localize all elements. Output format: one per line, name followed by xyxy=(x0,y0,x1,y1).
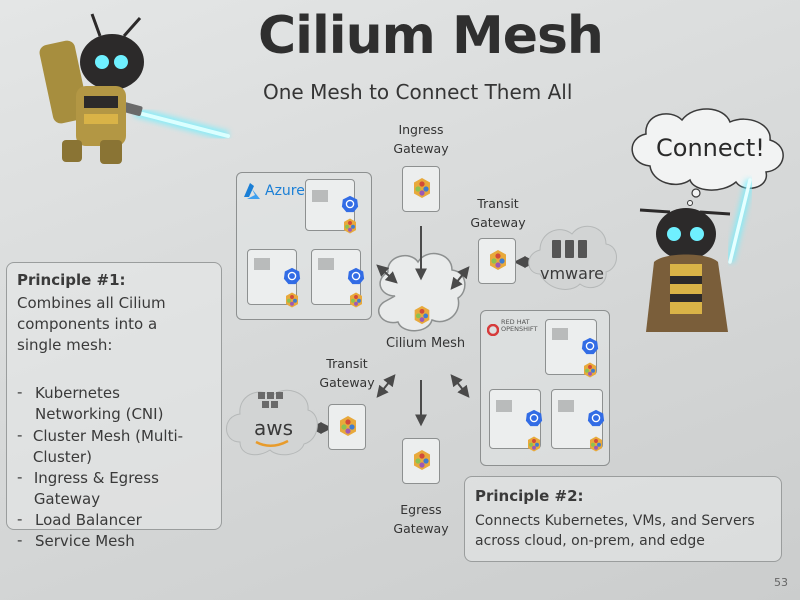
openshift-label: RED HAT OPENSHIFT xyxy=(501,318,538,333)
transit-gateway-left-node[interactable] xyxy=(328,404,366,450)
k8s-node xyxy=(247,249,301,308)
k8s-node xyxy=(305,179,359,234)
principle-2-title: Principle #2: xyxy=(475,487,584,505)
server-rack-icon xyxy=(552,240,587,258)
principle-2-text: Connects Kubernetes, VMs, and Servers ac… xyxy=(475,513,755,549)
transit-gateway-right-node[interactable] xyxy=(478,238,516,284)
k8s-node xyxy=(545,319,599,378)
ingress-gateway-node[interactable] xyxy=(402,166,440,212)
aws-smile xyxy=(255,439,289,447)
azure-logo-icon xyxy=(243,183,261,203)
k8s-node xyxy=(311,249,365,308)
arrow-azure xyxy=(376,264,398,284)
principle-1-panel: Principle #1: Combines all Cilium compon… xyxy=(6,262,222,550)
transit-gateway-left-label: Transit Gateway xyxy=(319,356,375,390)
page-number: 53 xyxy=(774,576,788,589)
list-item: -Service Mesh xyxy=(17,531,135,550)
aws-logo-mark xyxy=(258,392,283,408)
arrow-openshift xyxy=(450,374,470,398)
arrow-transit-left xyxy=(376,374,396,398)
principle-1-list: -Kubernetes Networking (CNI) -Cluster Me… xyxy=(17,383,217,552)
principle-1-title: Principle #1: xyxy=(17,271,126,289)
aws-label: aws xyxy=(254,416,294,440)
cilium-mesh-label: Cilium Mesh xyxy=(386,336,466,351)
arrow-transit-right xyxy=(450,266,470,290)
principle-2-panel: Principle #2: Connects Kubernetes, VMs, … xyxy=(464,476,782,562)
list-item: -Cluster Mesh (Multi-Cluster) xyxy=(17,426,184,466)
lightsaber-blue xyxy=(728,178,752,264)
principle-1-text: Combines all Cilium components into a si… xyxy=(17,294,166,354)
lightsaber-green xyxy=(133,110,230,138)
slide-subtitle: One Mesh to Connect Them All xyxy=(263,80,573,104)
speech-bubble-shape xyxy=(631,108,784,191)
vmware-label: vmware xyxy=(540,264,605,283)
list-item: -Ingress & Egress Gateway xyxy=(17,468,159,508)
k8s-node xyxy=(551,389,605,452)
connect-bubble-text: Connect! xyxy=(656,134,765,162)
cilium-logo-icon xyxy=(411,304,433,330)
egress-gateway-label: Egress Gateway xyxy=(393,502,449,536)
transit-gateway-right-label: Transit Gateway xyxy=(470,196,526,230)
egress-gateway-node[interactable] xyxy=(402,438,440,484)
list-item: -Kubernetes Networking (CNI) xyxy=(17,383,164,423)
list-item: -Load Balancer xyxy=(17,510,142,529)
ingress-gateway-label: Ingress Gateway xyxy=(393,122,449,156)
aws-cloud-shape xyxy=(226,389,318,456)
azure-cluster[interactable]: Azure xyxy=(236,172,372,320)
slide-title: Cilium Mesh xyxy=(258,6,604,66)
k8s-node xyxy=(489,389,543,452)
bee-robe-character xyxy=(639,178,754,332)
azure-label: Azure xyxy=(265,183,305,199)
bee-armor-character xyxy=(39,13,230,164)
openshift-logo-icon xyxy=(486,321,500,340)
openshift-cluster[interactable]: RED HAT OPENSHIFT xyxy=(480,310,610,466)
